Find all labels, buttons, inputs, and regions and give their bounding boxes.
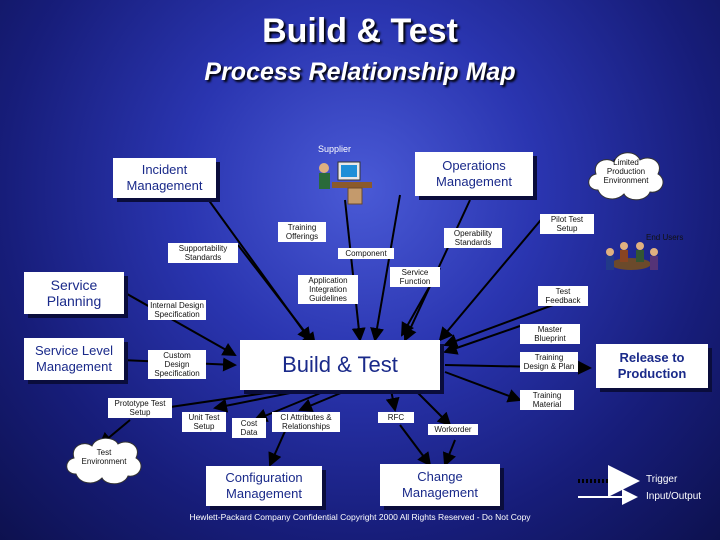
prototype-test-setup-label: Prototype Test Setup — [108, 398, 172, 418]
service-function-label: Service Function — [390, 267, 440, 287]
test-environment-label: Test Environment — [81, 448, 127, 466]
end-users-icon — [598, 238, 664, 280]
change-management-box: Change Management — [380, 464, 500, 506]
custom-design-specification-label: Custom Design Specification — [148, 350, 206, 379]
incident-management-box: Incident Management — [113, 158, 216, 198]
legend-trigger-label: Trigger — [646, 474, 678, 485]
page-subtitle: Process Relationship Map — [204, 58, 516, 86]
master-blueprint-label: Master Blueprint — [520, 324, 580, 344]
training-offerings-label: Training Offerings — [278, 222, 326, 242]
component-label: Component — [338, 248, 394, 259]
operability-standards-label: Operability Standards — [444, 228, 502, 248]
supplier-label: Supplier — [318, 144, 352, 154]
ci-attributes-label: CI Attributes & Relationships — [272, 412, 340, 432]
test-environment-cloud: Test Environment — [62, 434, 146, 486]
footer-copyright: Hewlett-Packard Company Confidential Cop… — [189, 512, 531, 522]
release-to-production-box: Release to Production — [596, 344, 708, 388]
internal-design-specification-label: Internal Design Specification — [148, 300, 206, 320]
build-test-box: Build & Test — [240, 340, 440, 390]
workorder-label: Workorder — [428, 424, 478, 435]
test-feedback-label: Test Feedback — [538, 286, 588, 306]
supportability-standards-label: Supportability Standards — [168, 243, 238, 263]
operations-management-box: Operations Management — [415, 152, 533, 196]
rfc-label: RFC — [378, 412, 414, 423]
supplier-person-icon — [314, 156, 376, 206]
page-title: Build & Test — [262, 12, 458, 50]
unit-test-setup-label: Unit Test Setup — [182, 412, 226, 432]
pilot-test-setup-label: Pilot Test Setup — [540, 214, 594, 234]
application-integration-guidelines-label: Application Integration Guidelines — [298, 275, 358, 304]
limited-production-label: Limited Production Environment — [603, 158, 649, 185]
training-material-label: Training Material — [520, 390, 574, 410]
service-planning-box: Service Planning — [24, 272, 124, 314]
limited-production-cloud: Limited Production Environment — [584, 146, 668, 204]
training-design-plan-label: Training Design & Plan — [520, 352, 578, 372]
service-level-management-box: Service Level Management — [24, 338, 124, 380]
legend-input-output-label: Input/Output — [646, 491, 702, 502]
cost-data-label: Cost Data — [232, 418, 266, 438]
end-users-label: End Users — [646, 233, 684, 242]
configuration-management-box: Configuration Management — [206, 466, 322, 506]
